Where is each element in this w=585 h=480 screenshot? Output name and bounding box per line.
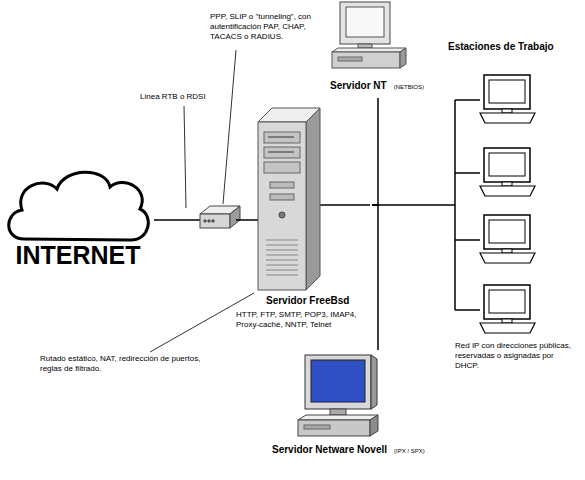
note-holder: Linea RTB o RDSI <box>140 92 230 101</box>
server-node: Servidor FreeBsdHTTP, FTP, SMTP, POP3, I… <box>236 100 372 340</box>
note-holder: PPP, SLIP o "tunneling", con autentifica… <box>210 12 338 42</box>
text-group: Estaciones de Trabajo <box>440 38 585 52</box>
cloud-node: INTERNET <box>2 165 154 275</box>
network-link <box>372 205 378 350</box>
cloud-outline <box>2 165 152 245</box>
service-list: HTTP, FTP, SMTP, POP3, IMAP4, Proxy-cach… <box>236 310 372 330</box>
group-heading: Estaciones de Trabajo <box>448 41 585 52</box>
text-group: Servidor FreeBsdHTTP, FTP, SMTP, POP3, I… <box>236 295 372 330</box>
server-tower <box>236 100 370 300</box>
leader-line <box>184 106 186 208</box>
network-link <box>372 98 378 205</box>
workstation-group: Estaciones de Trabajo <box>440 38 585 338</box>
protocol-note: (NETBIOS) <box>394 84 424 90</box>
novell-server-computer <box>250 350 490 442</box>
note-holder: Red IP con direcciones públicas, reserva… <box>455 341 575 371</box>
server-node: Servidor NT (NETBIOS) <box>318 0 468 98</box>
note-text: PPP, SLIP o "tunneling", con autentifica… <box>210 12 338 42</box>
server-name: Servidor NT <box>330 80 387 91</box>
note-text: Rutado estático, NAT, redirección de pue… <box>40 354 210 374</box>
note-text: Red IP con direcciones públicas, reserva… <box>455 341 575 371</box>
cloud-title: INTERNET <box>2 241 154 270</box>
network-link <box>372 204 440 206</box>
note-text: Linea RTB o RDSI <box>140 92 230 101</box>
text-group: Servidor NT (NETBIOS) <box>318 80 468 91</box>
server-name: Servidor FreeBsd <box>236 295 372 306</box>
protocol-note: (IPX / SPX) <box>394 448 425 454</box>
text-group: Servidor Netware Novell (IPX / SPX) <box>250 444 490 455</box>
modem-icon <box>200 206 240 228</box>
server-name: Servidor Netware Novell <box>272 444 387 455</box>
nt-server-computer <box>318 0 468 80</box>
server-node: Servidor Netware Novell (IPX / SPX) <box>250 350 490 475</box>
note-holder: Rutado estático, NAT, redirección de pue… <box>40 354 210 374</box>
workstation-group <box>440 38 583 338</box>
text-group: INTERNET <box>2 241 154 270</box>
leader-line <box>223 50 236 204</box>
